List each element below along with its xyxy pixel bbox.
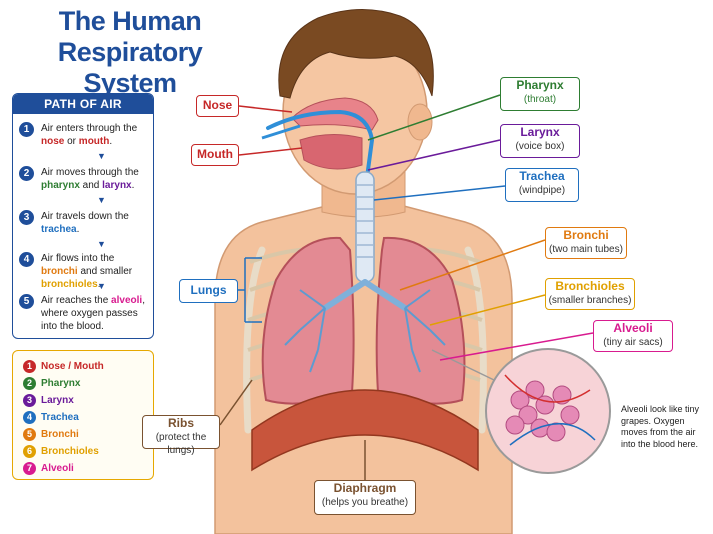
airflow-exit [261, 124, 301, 140]
step-text: Air moves through the pharynx and larynx… [41, 167, 139, 191]
title-line-2: Respiratory System [57, 37, 203, 98]
page-title: The Human Respiratory System [14, 6, 246, 99]
hair [278, 9, 434, 99]
legend-number: 3 [23, 394, 36, 407]
down-arrow-icon: ▼ [97, 239, 106, 249]
legend-item-bronchi: 5 Bronchi [23, 428, 79, 442]
step-number: 2 [19, 166, 34, 181]
legend-label: Nose / Mouth [41, 361, 104, 373]
step-number: 1 [19, 122, 34, 137]
down-arrow-icon: ▼ [97, 151, 106, 161]
step-number: 3 [19, 210, 34, 225]
label-trachea: Trachea(windpipe) [505, 168, 579, 202]
bronchioles [284, 289, 446, 373]
legend-label: Trachea [41, 412, 79, 424]
label-lungs: Lungs [179, 279, 238, 303]
step-1: 1 Air enters through the nose or mouth. [19, 122, 153, 148]
trachea-tube [355, 171, 375, 283]
label-bronchi: Bronchi(two main tubes) [545, 227, 627, 259]
left-lung [261, 236, 355, 405]
down-arrow-icon: ▼ [97, 281, 106, 291]
airflow-path [266, 109, 375, 202]
legend-label: Alveoli [41, 463, 74, 475]
step-text: Air travels down the trachea. [41, 211, 129, 235]
legend-label: Bronchi [41, 429, 79, 441]
label-diaphragm: Diaphragm(helps you breathe) [314, 480, 416, 515]
legend-number: 5 [23, 428, 36, 441]
mouth-cavity [299, 134, 363, 170]
legend-item-pharynx: 2 Pharynx [23, 377, 80, 391]
step-text: Air reaches the alveoli, where oxygen pa… [41, 295, 145, 332]
capillaries [504, 374, 596, 446]
diaphragm-muscle [251, 389, 479, 472]
step-2: 2 Air moves through the pharynx and lary… [19, 166, 153, 192]
legend-number: 6 [23, 445, 36, 458]
legend-item-trachea: 4 Trachea [23, 411, 79, 425]
label-pharynx: Pharynx(throat) [500, 77, 580, 111]
legend-number: 7 [23, 462, 36, 475]
label-ribs: Ribs(protect the lungs) [142, 415, 220, 456]
legend-item-nose-mouth: 1 Nose / Mouth [23, 360, 104, 374]
down-arrow-icon: ▼ [97, 195, 106, 205]
panel-heading: PATH OF AIR [13, 94, 153, 114]
step-text: Air flows into the bronchi and smaller b… [41, 253, 133, 290]
step-number: 4 [19, 252, 34, 267]
legend-label: Bronchioles [41, 446, 99, 458]
label-larynx: Larynx(voice box) [500, 124, 580, 158]
trachea-rings [356, 184, 374, 258]
legend-item-larynx: 3 Larynx [23, 394, 74, 408]
step-number: 5 [19, 294, 34, 309]
bronchi [322, 279, 408, 311]
label-bronchioles: Bronchioles(smaller branches) [545, 278, 635, 310]
legend-number: 2 [23, 377, 36, 390]
legend-label: Pharynx [41, 378, 81, 390]
legend-item-alveoli: 7 Alveoli [23, 462, 74, 476]
step-5: 5 Air reaches the alveoli, where oxygen … [19, 294, 153, 333]
legend-number: 4 [23, 411, 36, 424]
leader-lines [219, 94, 594, 480]
title-line-1: The Human [58, 6, 202, 36]
legend-label: Larynx [41, 395, 74, 407]
label-mouth: Mouth [191, 144, 239, 166]
alveoli-note: Alveoli look like tiny grapes. Oxygen mo… [621, 404, 700, 449]
step-4: 4 Air flows into the bronchi and smaller… [19, 252, 153, 291]
step-text: Air enters through the nose or mouth. [41, 123, 138, 147]
path-of-air-panel: PATH OF AIR 1 Air enters through the nos… [12, 93, 154, 339]
inset-pointer [431, 349, 495, 381]
legend-item-bronchioles: 6 Bronchioles [23, 445, 99, 459]
label-nose: Nose [196, 95, 239, 117]
step-3: 3 Air travels down the trachea. [19, 210, 153, 236]
legend-number: 1 [23, 360, 36, 373]
label-alveoli: Alveoli(tiny air sacs) [593, 320, 673, 352]
